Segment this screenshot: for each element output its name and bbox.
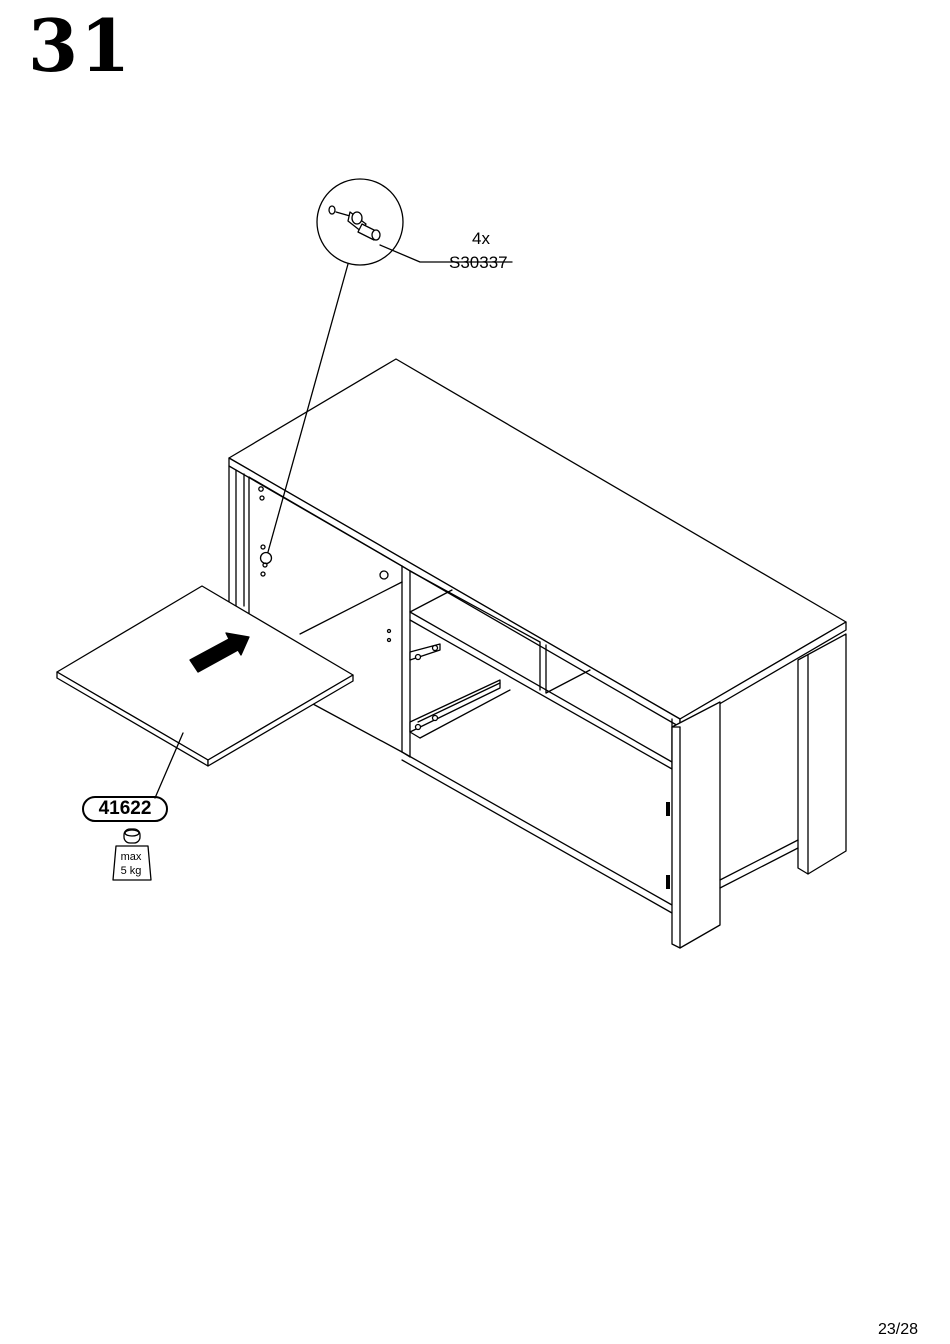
shelf-pin-hole [261,553,272,564]
drawer-runner-upper [410,644,440,660]
page-number: 23/28 [878,1322,918,1338]
part-quantity: 4x [472,230,490,247]
shelf-panel-41622 [57,586,353,766]
right-front-leg [666,702,720,948]
part-code: S30337 [449,254,508,271]
panel-part-number: 41622 [82,796,168,822]
cabinet [229,359,846,948]
weight-limit-value: 5 kg [111,866,151,877]
left-side-panel [229,466,272,618]
step-number: 31 [28,10,132,82]
weight-limit-max: max [111,852,151,863]
right-back-leg [798,634,846,874]
drawer-runner-lower [410,680,500,738]
